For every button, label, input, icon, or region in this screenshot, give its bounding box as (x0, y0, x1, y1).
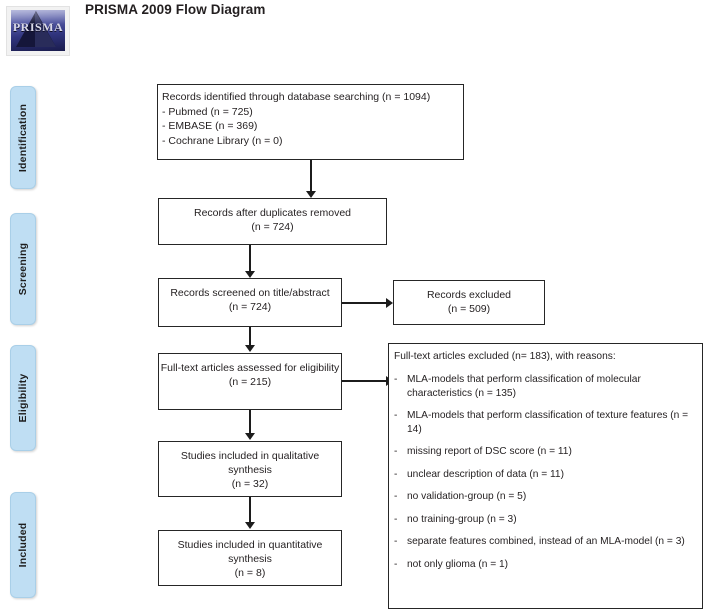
reason-item: - not only glioma (n = 1) (394, 558, 702, 572)
page-title: PRISMA 2009 Flow Diagram (85, 2, 266, 17)
logo-wordmark: PRISMA (12, 20, 64, 34)
box-line: Studies included in quantitative (177, 539, 323, 551)
box-line: (n = 32) (231, 478, 269, 490)
arrowhead-down (245, 522, 255, 529)
pyramid-shade-icon (35, 11, 56, 47)
phase-label-identification: Identification (17, 103, 29, 172)
phase-bar-identification: Identification (10, 86, 36, 189)
box-studies-quantitative: Studies included in quantitative synthes… (158, 530, 342, 586)
arrowhead-down (245, 271, 255, 278)
reason-dash: - (394, 410, 398, 421)
connector-fulltext-to-qualitative (249, 410, 251, 433)
reason-text: unclear description of data (n = 11) (407, 468, 564, 480)
box-line: Full-text articles assessed for eligibil… (160, 362, 340, 374)
reason-text: separate features combined, instead of a… (407, 536, 685, 547)
phase-label-eligibility: Eligibility (17, 373, 29, 423)
phase-label-included: Included (17, 522, 29, 568)
box-line: (n = 8) (234, 567, 266, 579)
box-records-screened: Records screened on title/abstract (n = … (158, 278, 342, 327)
connector-fulltext-to-reasons (342, 380, 388, 382)
reason-item: - no training-group (n = 3) (394, 513, 702, 527)
reason-item: - MLA-models that perform classification… (394, 373, 702, 400)
box-line: synthesis (228, 553, 272, 565)
phase-bar-screening: Screening (10, 213, 36, 325)
box-line: (n = 215) (228, 376, 272, 388)
box-line: Records after duplicates removed (194, 207, 351, 219)
box-line: Records identified through database sear… (162, 91, 431, 103)
box-line: - Pubmed (n = 725) (162, 105, 253, 118)
prisma-logo: PRISMA (6, 6, 70, 56)
phase-label-screening: Screening (17, 242, 29, 296)
phase-bar-included: Included (10, 492, 36, 598)
reason-dash: - (394, 536, 398, 547)
box-line: synthesis (228, 464, 272, 476)
connector-screened-to-excluded (342, 302, 388, 304)
reason-item: - separate features combined, instead of… (394, 535, 702, 549)
reason-item: - unclear description of data (n = 11) (394, 468, 702, 482)
box-line: Records screened on title/abstract (170, 287, 330, 299)
box-fulltext-assessed: Full-text articles assessed for eligibil… (158, 353, 342, 410)
box-line: Studies included in qualitative (180, 450, 320, 462)
box-line: - Cochrane Library (n = 0) (162, 134, 283, 147)
arrowhead-down (245, 345, 255, 352)
reason-dash: - (394, 468, 398, 480)
box-records-identified: Records identified through database sear… (157, 84, 464, 160)
reason-dash: - (394, 446, 398, 457)
box-line: (n = 509) (447, 303, 491, 315)
box-line: - EMBASE (n = 369) (162, 120, 258, 132)
logo-gloss (11, 10, 65, 24)
phase-bar-eligibility: Eligibility (10, 345, 36, 451)
reason-text: MLA-models that perform classification o… (407, 374, 641, 399)
reason-text: no validation-group (n = 5) (407, 491, 527, 502)
reason-item: - MLA-models that perform classification… (394, 409, 702, 436)
connector-identified-to-duplicates (310, 160, 312, 191)
reason-item: - no validation-group (n = 5) (394, 490, 702, 504)
box-duplicates-removed: Records after duplicates removed (n = 72… (158, 198, 387, 245)
reason-item: - missing report of DSC score (n = 11) (394, 445, 702, 459)
box-line: Records excluded (426, 289, 512, 301)
reason-dash: - (394, 374, 398, 385)
box-line: (n = 724) (251, 221, 294, 233)
arrowhead-right (386, 298, 393, 308)
arrowhead-down (306, 191, 316, 198)
connector-screened-to-fulltext (249, 327, 251, 345)
reason-text: no training-group (n = 3) (407, 513, 517, 525)
box-line: (n = 724) (228, 301, 272, 313)
connector-duplicates-to-screened (249, 245, 251, 271)
box-excluded-reasons: Full-text articles excluded (n= 183), wi… (388, 343, 703, 609)
reason-text: MLA-models that perform classification o… (407, 410, 689, 435)
reasons-heading: Full-text articles excluded (n= 183), wi… (394, 351, 616, 362)
arrowhead-down (245, 433, 255, 440)
connector-qualitative-to-quantitative (249, 497, 251, 522)
box-studies-qualitative: Studies included in qualitative synthesi… (158, 441, 342, 497)
reason-text: missing report of DSC score (n = 11) (407, 446, 572, 457)
reason-dash: - (394, 491, 398, 502)
reason-dash: - (394, 558, 398, 570)
box-records-excluded: Records excluded (n = 509) (393, 280, 545, 325)
reason-dash: - (394, 513, 398, 525)
reason-text: not only glioma (n = 1) (407, 558, 509, 570)
